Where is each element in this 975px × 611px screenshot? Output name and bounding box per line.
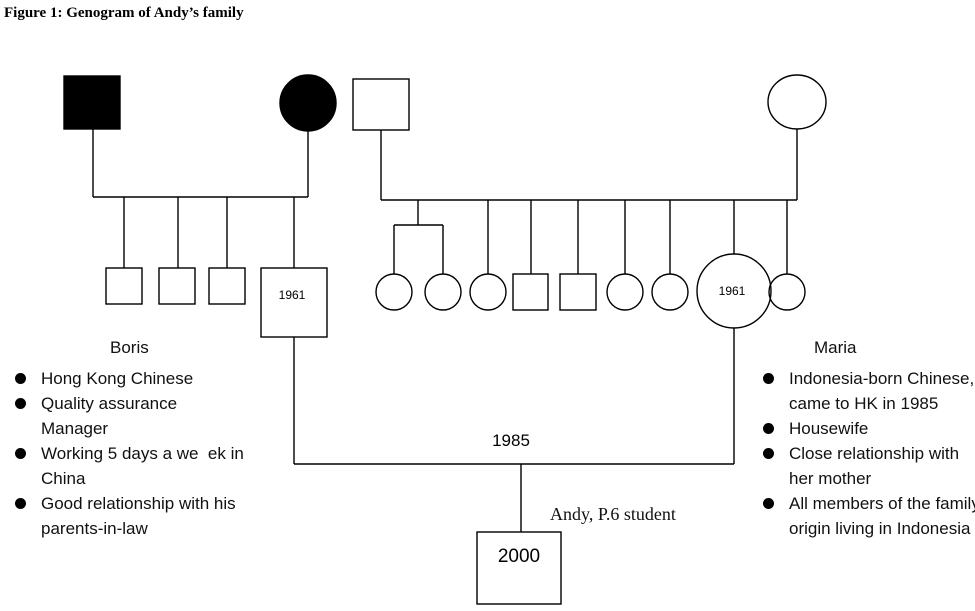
list-item: All members of the family of origin livi… [761, 491, 975, 541]
bullet-icon [763, 423, 774, 434]
maria-sibling-6-symbol [606, 273, 644, 311]
maria-sibling-9-symbol [768, 273, 806, 311]
boris-notes-list: Hong Kong Chinese Quality assurance Mana… [13, 366, 263, 541]
maria-notes-list: Indonesia-born Chinese, came to HK in 19… [761, 366, 975, 541]
bullet-icon [15, 498, 26, 509]
bullet-icon [763, 373, 774, 384]
boris-sibling-3-symbol [208, 267, 246, 305]
figure-title: Figure 1: Genogram of Andy’s family [4, 5, 244, 21]
andy-symbol [476, 531, 562, 605]
maria-name: Maria [814, 338, 857, 357]
boris-father-symbol [63, 75, 121, 130]
maria-sibling-twin-1-symbol [375, 273, 413, 311]
list-item: Housewife [761, 416, 971, 441]
maria-mother-symbol [767, 74, 827, 130]
boris-symbol [260, 267, 328, 338]
andy-label: Andy, P.6 student [550, 504, 676, 524]
andy-birth-year: 2000 [498, 546, 540, 567]
list-item: Hong Kong Chinese [13, 366, 263, 391]
list-item: Working 5 days a we ek in China [13, 441, 266, 491]
maria-sibling-3-symbol [469, 273, 507, 311]
list-item: Quality assurance Manager [13, 391, 226, 441]
boris-mother-symbol [279, 74, 337, 132]
list-item: Close relationship with her mother [761, 441, 975, 491]
maria-sibling-7-symbol [651, 273, 689, 311]
bullet-icon [15, 448, 26, 459]
maria-sibling-4-symbol [512, 273, 549, 311]
bullet-icon [15, 398, 26, 409]
list-item: Good relationship with his parents-in-la… [13, 491, 276, 541]
maria-father-symbol [352, 78, 410, 131]
bullet-icon [763, 498, 774, 509]
maria-birth-year: 1961 [719, 284, 746, 298]
boris-birth-year: 1961 [279, 288, 306, 302]
boris-name: Boris [110, 338, 149, 357]
bullet-icon [15, 373, 26, 384]
boris-sibling-2-symbol [158, 267, 196, 305]
boris-sibling-1-symbol [105, 267, 143, 305]
marriage-year: 1985 [492, 431, 530, 450]
bullet-icon [763, 448, 774, 459]
list-item: Indonesia-born Chinese, came to HK in 19… [761, 366, 975, 416]
maria-sibling-twin-2-symbol [424, 273, 462, 311]
maria-sibling-5-symbol [559, 273, 597, 311]
